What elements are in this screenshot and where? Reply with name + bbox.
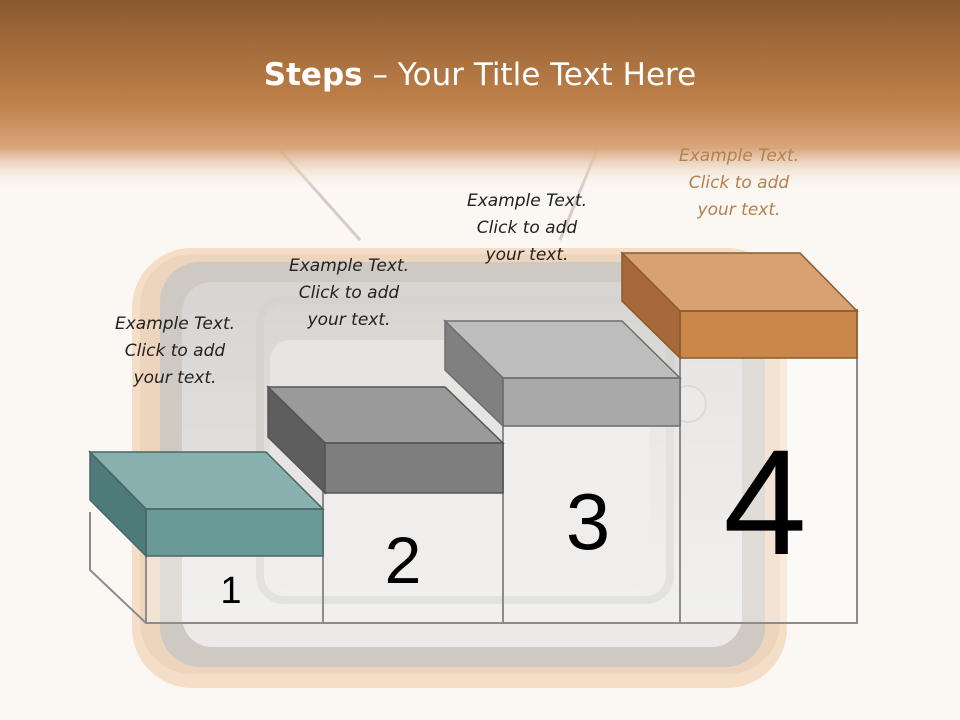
slide-title-bold: Steps xyxy=(263,57,363,93)
step-4-block xyxy=(620,251,859,360)
step-1-block xyxy=(88,450,325,558)
step-4-number: 4 xyxy=(723,418,807,586)
step-2-number: 2 xyxy=(384,523,422,597)
step-4-caption-line2: Click to add xyxy=(688,173,790,193)
step-1-caption-line1: Example Text. xyxy=(114,314,236,334)
step-3-caption-line2: Click to add xyxy=(476,218,578,238)
step-4-caption-line1: Example Text. xyxy=(678,146,800,166)
step-4-caption[interactable]: Example Text. Click to add your text. xyxy=(644,143,834,224)
step-3-caption-line1: Example Text. xyxy=(466,191,588,211)
step-4-caption-line3: your text. xyxy=(697,200,781,220)
step-2-caption-line2: Click to add xyxy=(298,283,400,303)
step-1-caption-line2: Click to add xyxy=(124,341,226,361)
step-1-frame xyxy=(89,512,147,624)
step-3-caption[interactable]: Example Text. Click to add your text. xyxy=(432,188,622,269)
step-2-caption[interactable]: Example Text. Click to add your text. xyxy=(254,253,444,334)
step-3-block xyxy=(443,319,682,428)
step-3-column xyxy=(502,397,681,624)
step-3-number: 3 xyxy=(565,477,611,566)
step-1-caption[interactable]: Example Text. Click to add your text. xyxy=(80,311,270,392)
step-3-caption-line3: your text. xyxy=(485,245,569,265)
step-2-caption-line1: Example Text. xyxy=(288,256,410,276)
step-1-number: 1 xyxy=(220,570,242,612)
step-1-caption-line3: your text. xyxy=(133,368,217,388)
step-4-column xyxy=(679,309,858,624)
slide-title-rest: – Your Title Text Here xyxy=(362,57,697,93)
slide-title[interactable]: Steps – Your Title Text Here xyxy=(0,52,960,98)
step-2-caption-line3: your text. xyxy=(307,310,391,330)
step-2-block xyxy=(266,385,505,495)
